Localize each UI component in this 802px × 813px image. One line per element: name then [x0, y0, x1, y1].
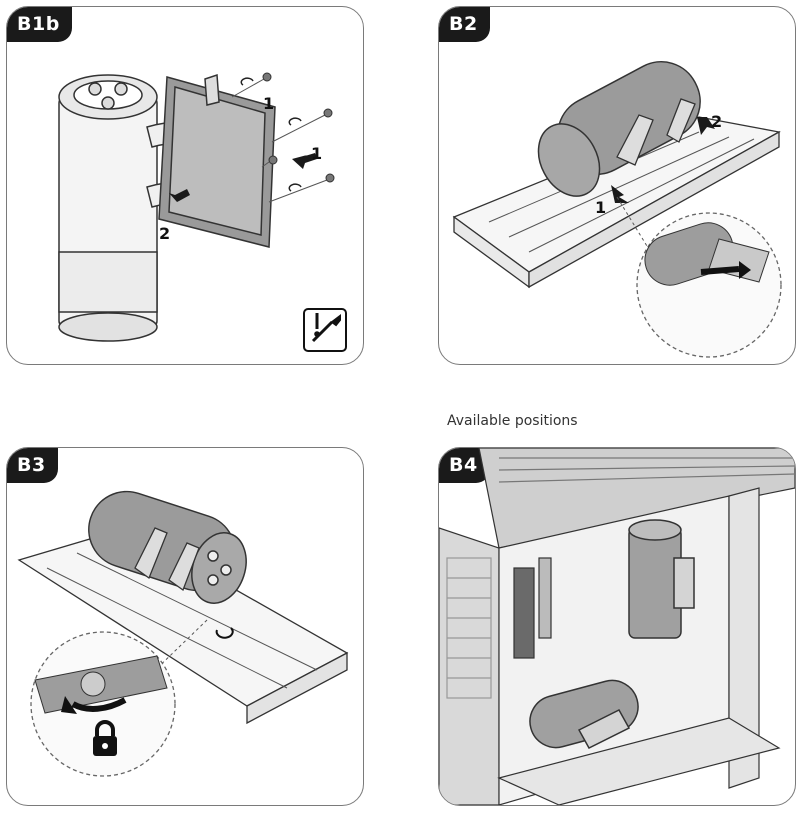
panel-label: B3 — [7, 448, 58, 483]
panel-b2: B2 2 1 — [438, 6, 796, 365]
step-number: 2 — [159, 224, 170, 243]
rotate-arrows — [240, 77, 302, 192]
rotate-arrow — [215, 627, 234, 639]
clamps — [134, 527, 200, 592]
screwdriver-warning-icon — [303, 308, 347, 352]
step-number: 1 — [311, 144, 322, 163]
panel-b1b: B1b — [6, 6, 364, 365]
push-arrows — [157, 153, 317, 212]
clamps — [616, 98, 696, 166]
screws — [231, 72, 335, 203]
detail-callout — [30, 619, 208, 777]
reservoir — [58, 74, 158, 342]
panel-b4: B4 — [438, 447, 796, 806]
reservoir-mount-tray-illustration: 2 1 — [452, 60, 782, 358]
step-number: 1 — [263, 94, 274, 113]
case-positions-illustration — [439, 448, 795, 805]
reservoir-bracket-illustration: 1 1 2 — [58, 72, 347, 352]
detail-callout — [616, 196, 782, 358]
step-number: 1 — [595, 198, 606, 217]
reservoir-vertical — [628, 519, 695, 639]
step-number: 2 — [711, 112, 722, 131]
lock-icon — [93, 720, 117, 756]
push-arrows — [611, 117, 715, 203]
bracket-plate — [158, 73, 276, 248]
panel-label: B2 — [439, 7, 490, 42]
pc-case — [439, 448, 795, 805]
reservoir-horizontal — [529, 679, 639, 749]
available-positions-caption: Available positions — [447, 413, 578, 429]
panel-label: B1b — [7, 7, 72, 42]
reservoir-lock-illustration — [17, 490, 349, 777]
panel-b3: B3 — [6, 447, 364, 806]
reservoir — [537, 60, 701, 197]
